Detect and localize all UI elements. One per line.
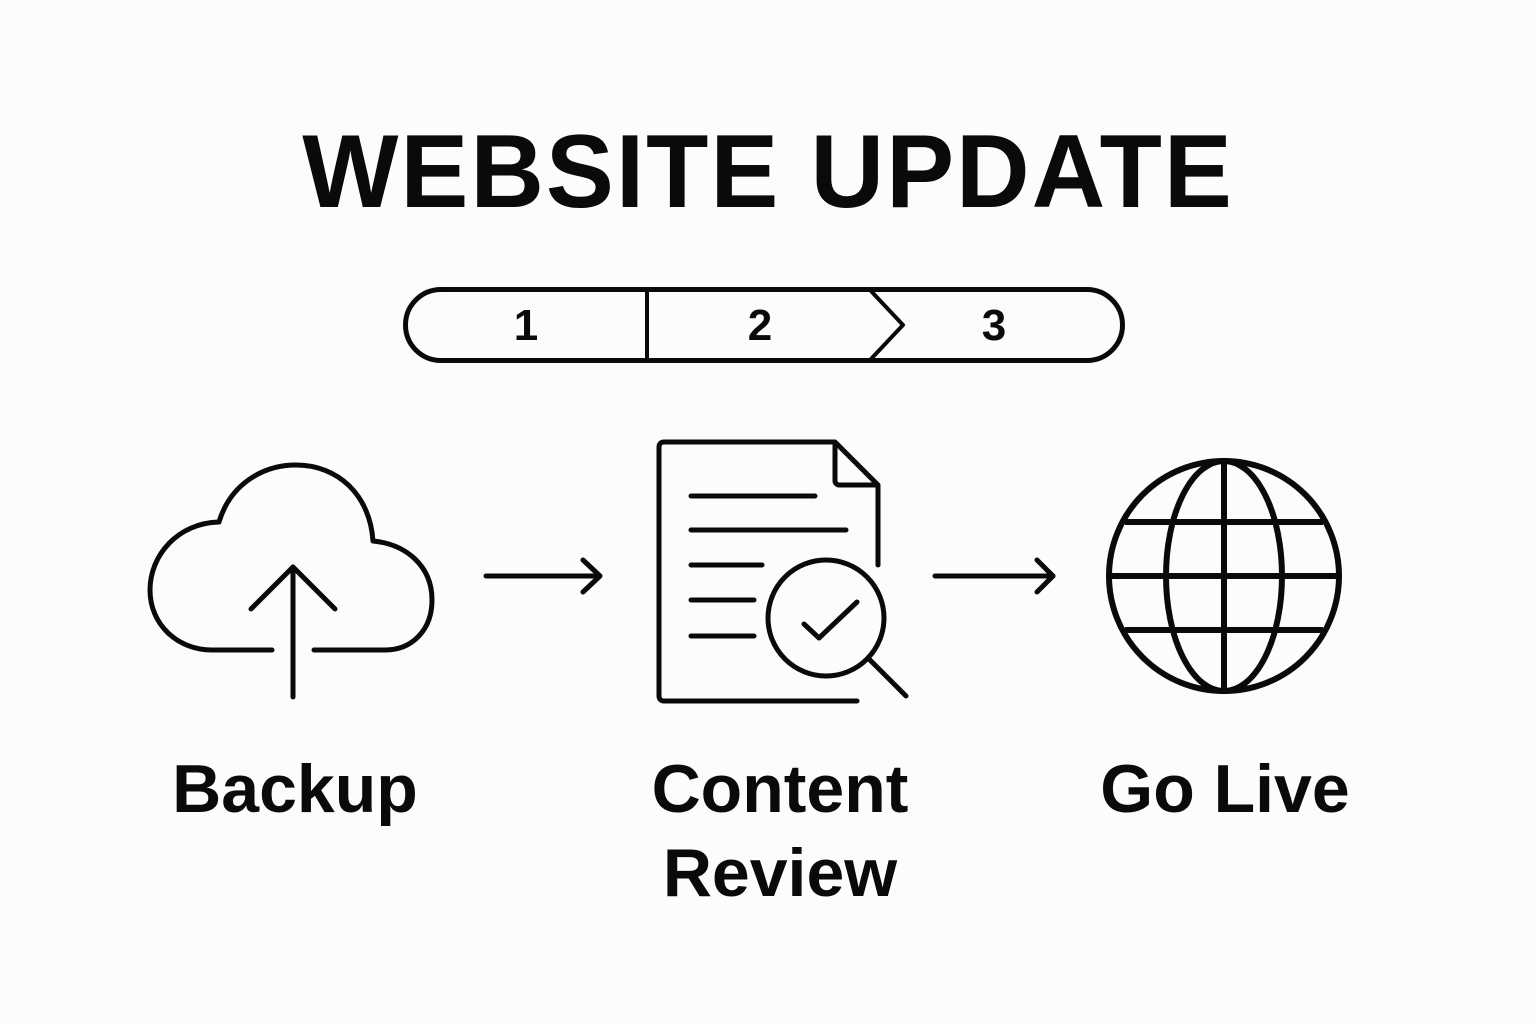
stepper-outline xyxy=(403,287,1125,363)
arrow-right-icon xyxy=(932,557,1056,595)
step-3: 3 xyxy=(981,301,1007,350)
step-2: 2 xyxy=(747,301,773,350)
step-progress-bar: 1 2 3 xyxy=(403,287,1125,363)
stage-label-backup: Backup xyxy=(172,751,418,827)
stage-label-go-live: Go Live xyxy=(1100,751,1350,827)
stage-label-content: Content xyxy=(651,751,909,827)
step-1: 1 xyxy=(513,301,539,350)
arrow-right-icon xyxy=(483,557,603,595)
globe-icon xyxy=(1106,458,1342,694)
document-magnifier-check-icon xyxy=(656,439,909,704)
stage-label-review: Review xyxy=(662,835,898,911)
cloud-upload-icon xyxy=(147,462,435,700)
page-title: WEBSITE UPDATE xyxy=(302,114,1234,230)
